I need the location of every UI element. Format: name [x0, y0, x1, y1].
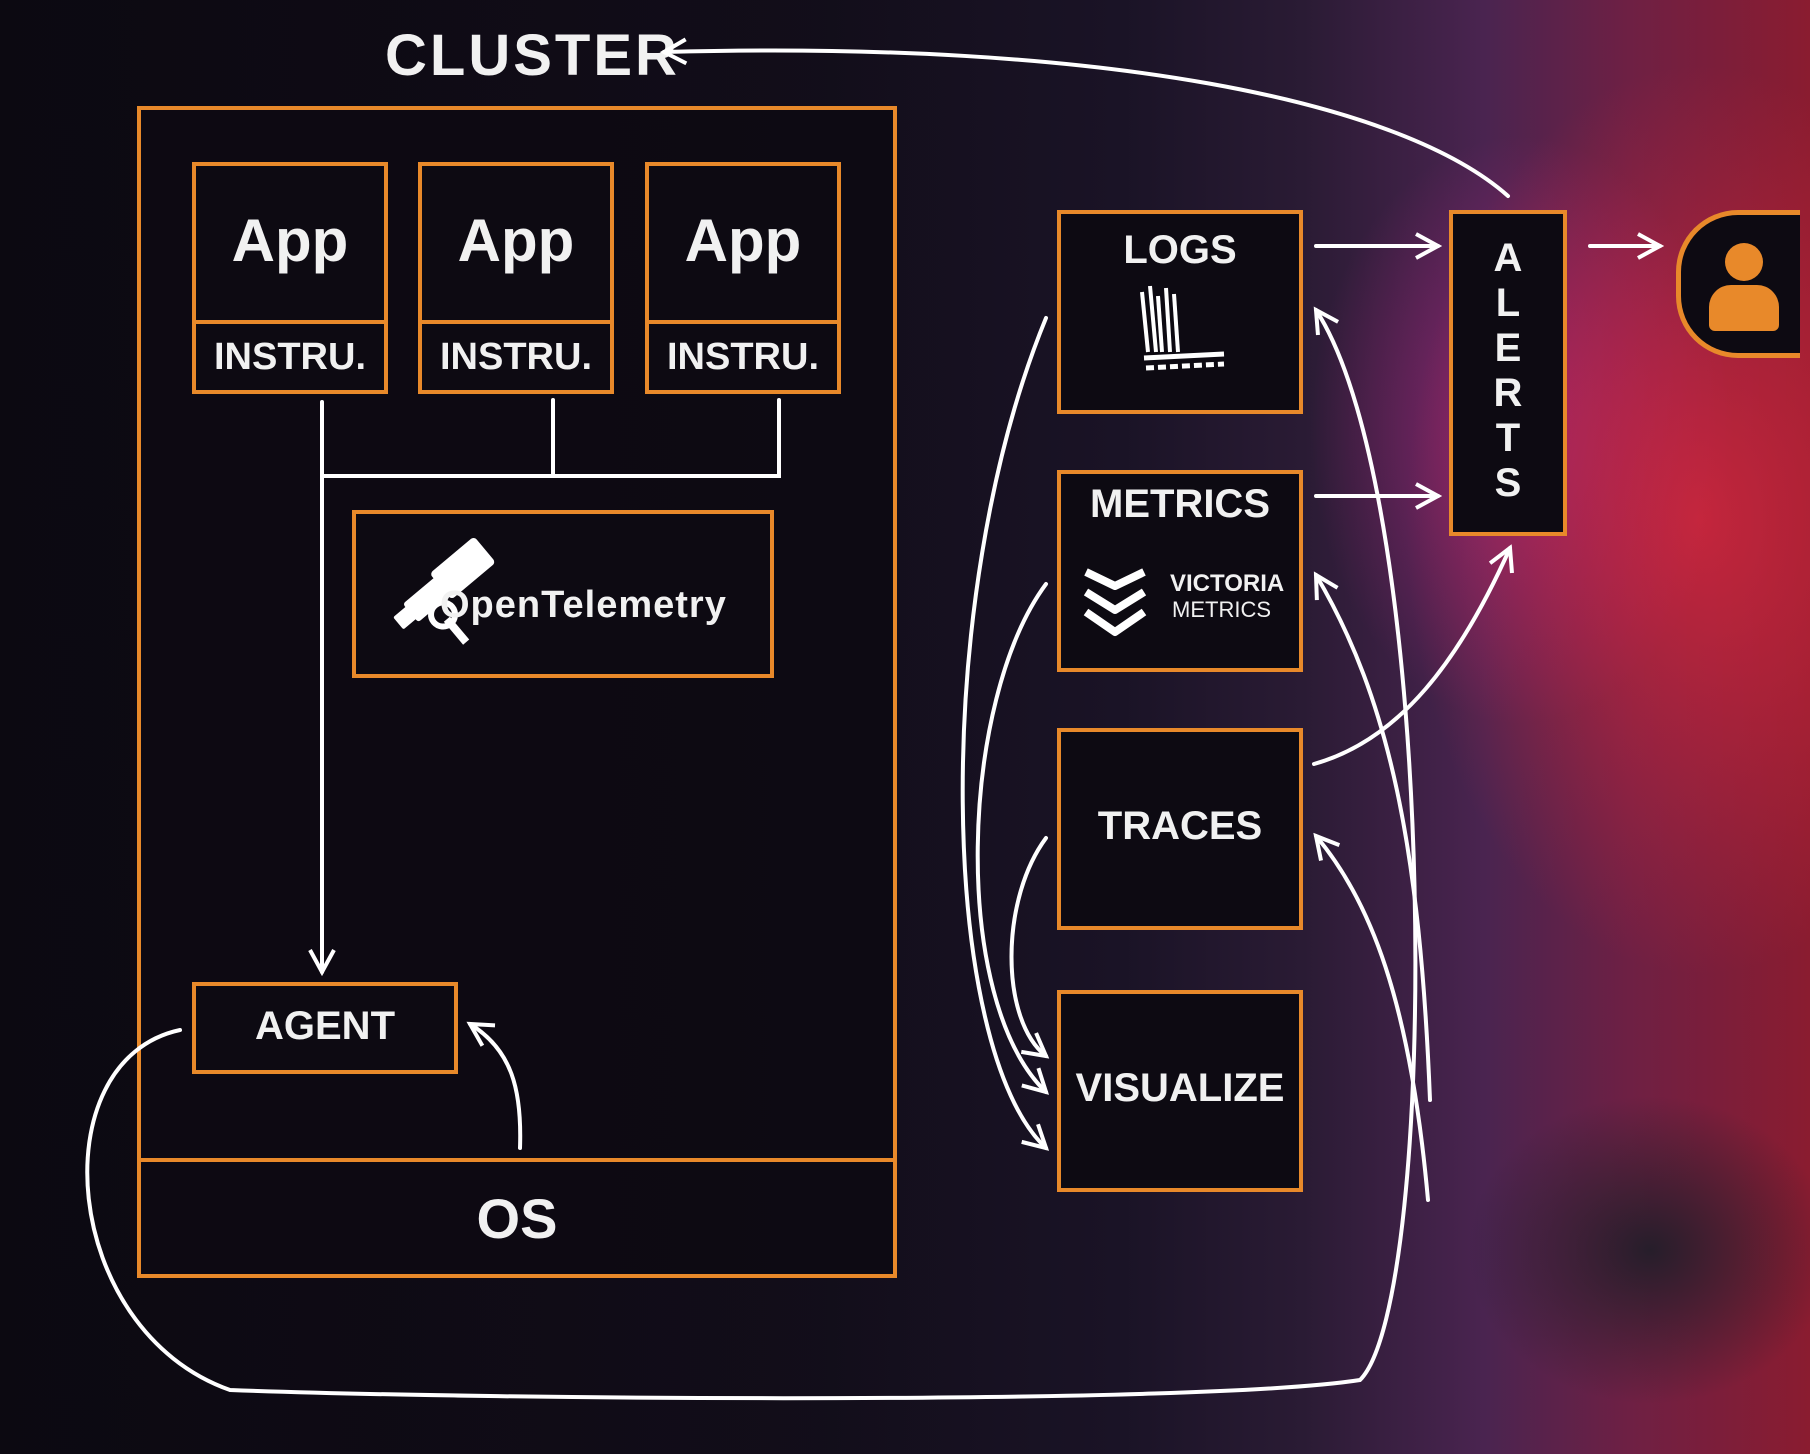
- instru-label-3: INSTRU.: [667, 336, 819, 378]
- victoria-metrics-logo-icon: [1083, 568, 1147, 636]
- app-divider-3: [645, 320, 841, 324]
- loop-to-metrics-arrow: [1316, 575, 1432, 1102]
- loop-to-traces-arrow: [1316, 836, 1430, 1202]
- app-label-2: App: [457, 207, 575, 274]
- agent-label: AGENT: [255, 1004, 395, 1048]
- logs-label: LOGS: [1123, 228, 1237, 272]
- os-layer: [137, 1158, 897, 1278]
- agent-loop-arrow: [85, 310, 1418, 1401]
- alerts-box: [1449, 210, 1567, 536]
- instru-connector-3: [320, 398, 781, 478]
- instru-label-1: INSTRU.: [214, 336, 366, 378]
- traces-box: [1057, 728, 1303, 930]
- victoria-metrics-line1: VICTORIA: [1170, 570, 1285, 597]
- traces-to-visualize-arrow: [1009, 836, 1047, 1056]
- visualize-label: VISUALIZE: [1075, 1066, 1285, 1110]
- alerts-letter: A: [1493, 236, 1523, 280]
- agent-box: [192, 982, 458, 1074]
- cluster-title: CLUSTER: [385, 23, 680, 88]
- loki-logo-icon: [1140, 285, 1225, 371]
- metrics-label: METRICS: [1090, 482, 1270, 526]
- app-label-1: App: [231, 207, 349, 274]
- app-divider-2: [418, 320, 614, 324]
- alerts-letter: E: [1494, 326, 1522, 370]
- user-icon: [1676, 210, 1800, 358]
- traces-to-alerts-arrow: [1312, 548, 1510, 766]
- app-box-1: [192, 162, 388, 394]
- visualize-box: [1057, 990, 1303, 1192]
- metrics-to-visualize-arrow: [975, 582, 1046, 1092]
- app-divider-1: [192, 320, 388, 324]
- telescope-icon: [393, 537, 495, 645]
- logs-to-visualize-arrow: [960, 316, 1046, 1148]
- app-label-3: App: [684, 207, 802, 274]
- app-box-3: [645, 162, 841, 394]
- traces-label: TRACES: [1097, 804, 1263, 848]
- os-label: OS: [476, 1187, 558, 1250]
- alerts-letter: S: [1494, 461, 1522, 505]
- logs-box: [1057, 210, 1303, 414]
- alerts-to-cluster-arrow: [664, 50, 1510, 198]
- alerts-letter: T: [1495, 416, 1521, 460]
- app-box-2: [418, 162, 614, 394]
- alerts-letters: A L E R T S: [1449, 236, 1567, 505]
- metrics-box: [1057, 470, 1303, 672]
- opentelemetry-label: OpenTelemetry: [440, 584, 727, 626]
- alerts-letter: L: [1495, 281, 1521, 325]
- victoria-metrics-line2: METRICS: [1172, 597, 1271, 622]
- instru-label-2: INSTRU.: [440, 336, 592, 378]
- alerts-letter: R: [1493, 371, 1523, 415]
- os-to-agent-arrow: [470, 1024, 523, 1150]
